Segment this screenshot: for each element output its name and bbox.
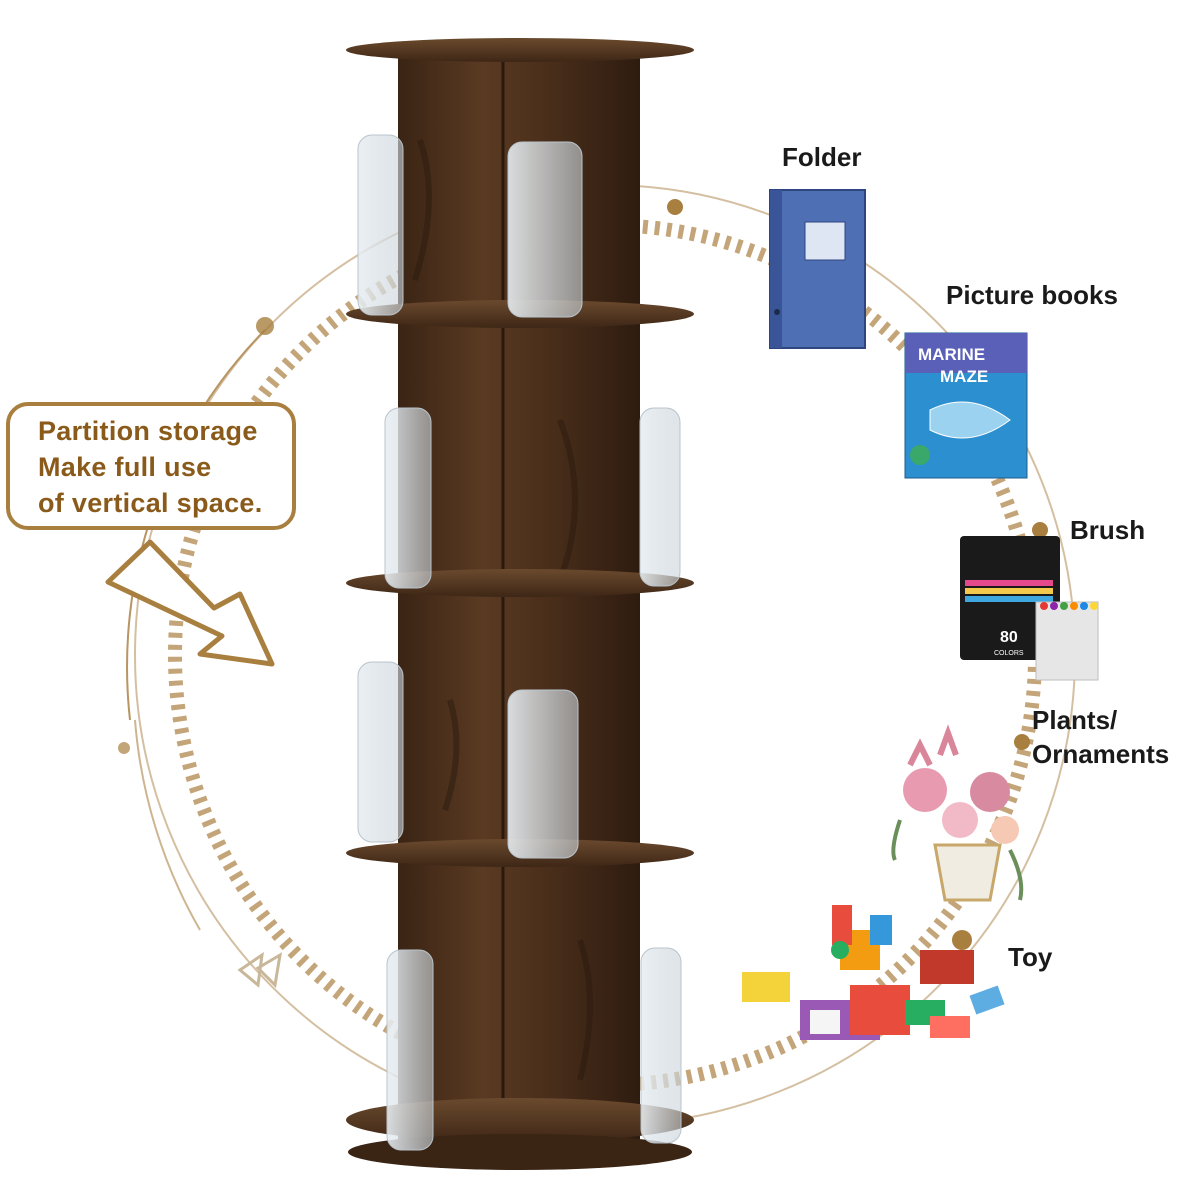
label-ornaments: Ornaments (1032, 739, 1170, 769)
marker-case-icon: 80 COLORS (960, 536, 1099, 681)
folder-icon (769, 189, 866, 349)
flower-pot-icon (891, 724, 1024, 902)
rotating-bookshelf (346, 38, 694, 1170)
label-picture-books: Picture books (946, 280, 1118, 310)
label-folder: Folder (782, 142, 862, 172)
label-plants: Plants/ (1032, 705, 1118, 735)
book-title-line1: MARINE (918, 345, 985, 364)
label-toy: Toy (1008, 942, 1053, 972)
callout-line-1: Partition storage (38, 416, 258, 446)
marker-colors-word: COLORS (994, 650, 1024, 657)
arrow-icon (105, 539, 275, 667)
ring-dots (118, 199, 1048, 950)
marker-count: 80 (1000, 629, 1018, 646)
callout-line-3: of vertical space. (38, 488, 263, 518)
callout-box: Partition storage Make full use of verti… (6, 402, 296, 530)
toy-blocks-icon (742, 905, 1005, 1040)
label-brush: Brush (1070, 515, 1146, 545)
callout-line-2: Make full use (38, 452, 212, 482)
ring-arrow-icon (237, 951, 283, 989)
picture-book-icon: MARINE MAZE (904, 332, 1028, 479)
book-title-line2: MAZE (940, 367, 988, 386)
